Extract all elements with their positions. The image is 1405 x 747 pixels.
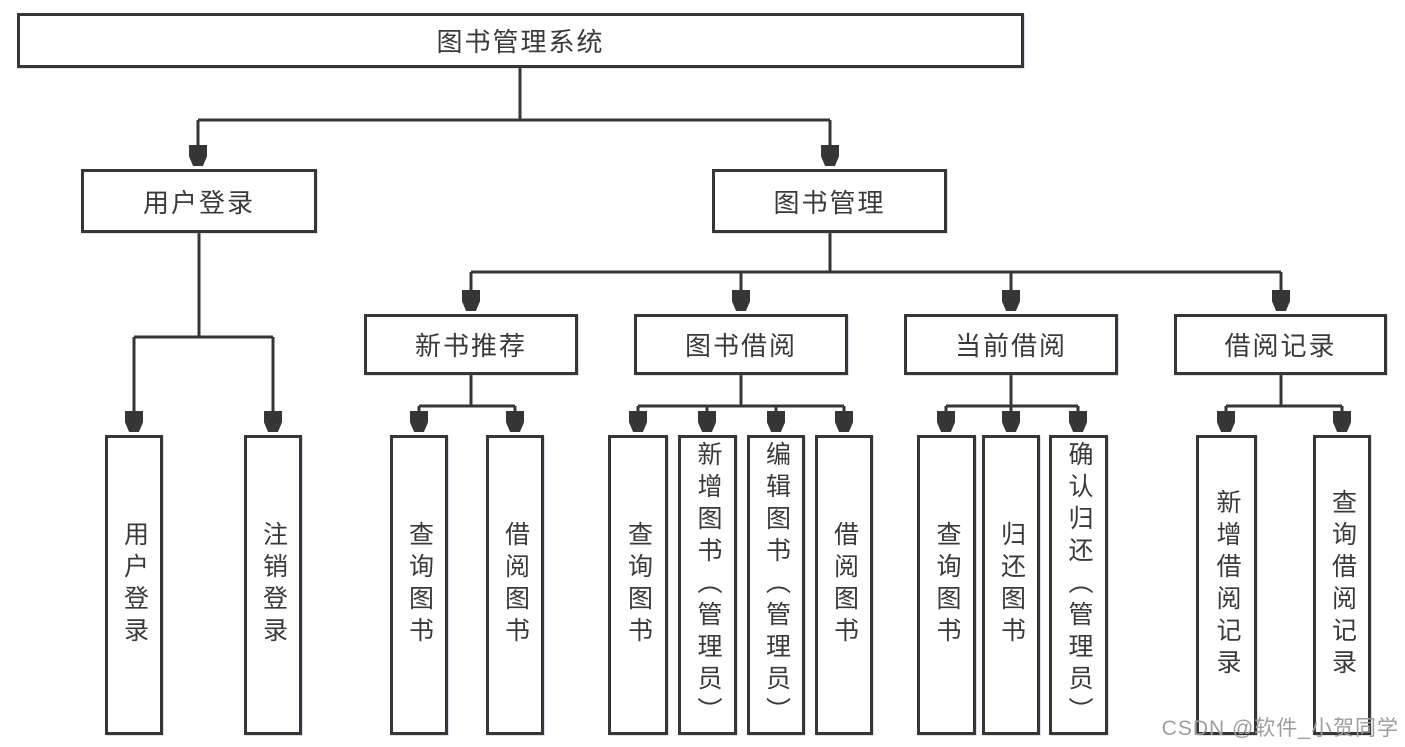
node-label: 用户登录 [120, 521, 149, 649]
node-label: 图书管理 [773, 187, 886, 218]
leaf-add-books-admin: 新增图书（管理员） [678, 435, 737, 735]
node-label: 查询图书 [624, 521, 653, 649]
node-label: 新增借阅记录 [1213, 489, 1241, 681]
node-label: 编辑图书（管理员） [762, 441, 791, 729]
node-label: 新书推荐 [414, 331, 527, 361]
node-label: 借阅图书 [501, 521, 530, 649]
node-label: 图书管理系统 [436, 27, 605, 57]
leaf-return-books: 归还图书 [982, 435, 1040, 735]
leaf-confirm-return-admin: 确认归还（管理员） [1049, 435, 1108, 735]
node-label: 查询借阅记录 [1328, 489, 1357, 681]
leaf-edit-books-admin: 编辑图书（管理员） [747, 435, 805, 735]
node-label: 注销登录 [259, 521, 288, 649]
node-current-borrowing: 当前借阅 [904, 314, 1118, 375]
leaf-borrow-books: 借阅图书 [815, 435, 873, 735]
node-label: 新增图书（管理员） [694, 441, 722, 729]
node-label: 确认归还（管理员） [1065, 441, 1093, 729]
node-label: 查询图书 [405, 521, 434, 649]
leaf-borrow-books-recommend: 借阅图书 [486, 435, 544, 735]
csdn-watermark: CSDN @软件_小贺同学 [1161, 717, 1399, 740]
leaf-add-borrow-record: 新增借阅记录 [1196, 435, 1257, 735]
node-label: 用户登录 [142, 187, 255, 218]
node-label: 当前借阅 [954, 331, 1067, 361]
leaf-query-borrow-record: 查询借阅记录 [1313, 435, 1371, 735]
node-new-book-recommendation: 新书推荐 [364, 314, 578, 375]
node-label: 查询图书 [933, 521, 961, 649]
node-book-management: 图书管理 [712, 169, 947, 233]
leaf-query-books-current: 查询图书 [917, 435, 976, 735]
node-book-borrowing: 图书借阅 [634, 314, 848, 375]
node-label: 借阅记录 [1224, 331, 1337, 361]
leaf-user-login: 用户登录 [105, 435, 163, 735]
node-label: 归还图书 [997, 521, 1026, 649]
node-borrowing-records: 借阅记录 [1174, 314, 1387, 375]
leaf-query-books-borrow: 查询图书 [608, 435, 668, 735]
node-library-system: 图书管理系统 [17, 13, 1024, 68]
leaf-query-books-recommend: 查询图书 [390, 435, 448, 735]
node-label: 图书借阅 [684, 331, 797, 361]
node-user-login: 用户登录 [81, 169, 317, 233]
node-label: 借阅图书 [830, 521, 859, 649]
leaf-logout-login: 注销登录 [244, 435, 302, 735]
